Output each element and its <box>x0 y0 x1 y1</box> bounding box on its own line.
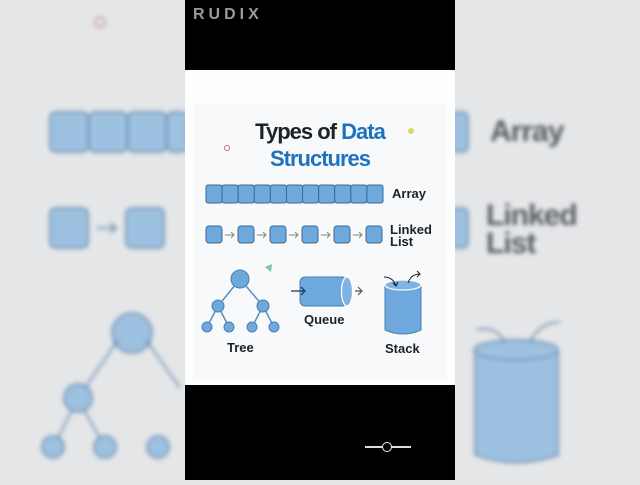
title-highlight: Data <box>341 119 386 144</box>
decor-dot <box>408 128 414 134</box>
list-node <box>301 225 319 244</box>
list-node <box>333 225 351 244</box>
bg-label-array: Array <box>490 115 564 148</box>
arrow-icon <box>289 231 299 239</box>
queue-diagram <box>291 276 363 307</box>
slider-knob[interactable] <box>382 442 392 452</box>
array-cell <box>285 184 304 204</box>
arrow-icon <box>225 231 235 239</box>
arrow-icon <box>321 231 331 239</box>
array-cell <box>366 184 384 204</box>
decor-triangle <box>265 264 272 272</box>
array-cell <box>350 184 368 204</box>
label-linked: Linked <box>390 222 432 237</box>
arrow-icon <box>353 231 363 239</box>
array-cell <box>237 184 255 204</box>
title-line-2: Structures <box>269 146 371 171</box>
label-list: List <box>390 234 414 249</box>
title-line-1: Types of Data <box>185 119 455 145</box>
tree-diagram <box>201 269 280 333</box>
bg-label-list: List <box>486 227 536 260</box>
label-stack: Stack <box>385 341 420 356</box>
channel-watermark: RUDIX <box>193 6 263 23</box>
bg-label-linked: Linked <box>486 199 578 232</box>
linked-list-diagram <box>205 225 383 244</box>
list-node <box>237 225 255 244</box>
array-cell <box>334 184 352 204</box>
array-cell <box>253 184 271 204</box>
list-node <box>205 225 223 244</box>
array-cell <box>205 184 223 204</box>
array-cell <box>269 184 287 204</box>
list-node <box>269 225 287 244</box>
label-tree: Tree <box>227 340 254 355</box>
title-text: Types of <box>255 119 342 144</box>
array-diagram <box>205 184 384 204</box>
array-cell <box>302 184 320 204</box>
arrow-icon <box>257 231 267 239</box>
label-array: Array <box>392 186 426 201</box>
list-node <box>365 225 383 244</box>
video-player[interactable]: RUDIX Types of Data Structures <box>185 0 455 480</box>
array-cell <box>221 184 239 204</box>
label-queue: Queue <box>304 312 345 327</box>
stack-diagram <box>383 270 422 335</box>
decor-dot <box>224 145 230 151</box>
video-frame: Types of Data Structures <box>185 70 455 385</box>
diagram-art <box>201 128 422 335</box>
seek-slider[interactable] <box>365 440 411 454</box>
array-cell <box>318 184 336 204</box>
